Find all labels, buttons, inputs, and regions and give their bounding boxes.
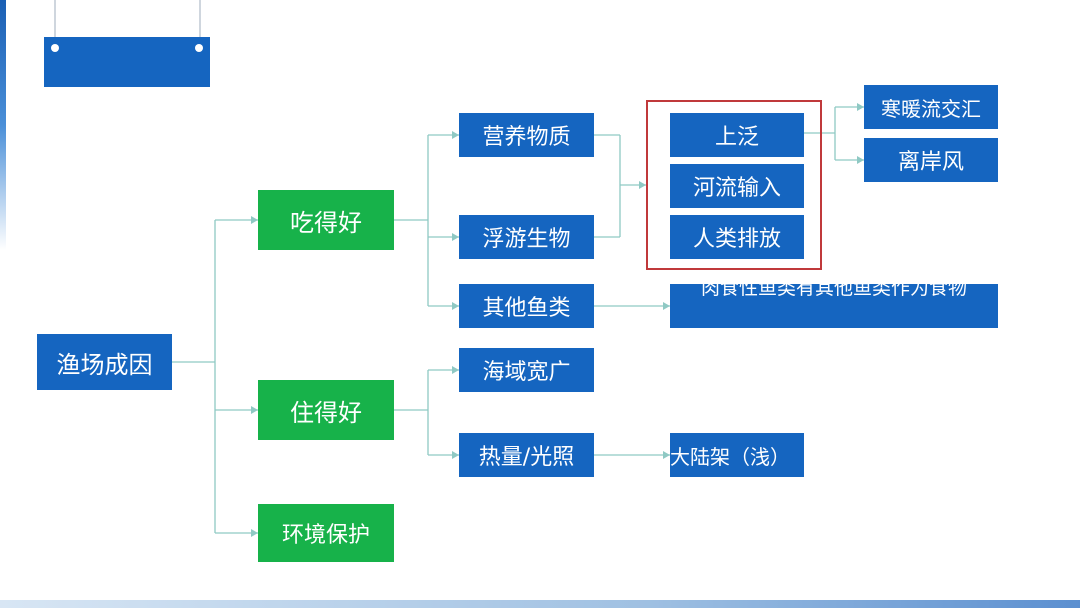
sign-string-left: [54, 0, 56, 42]
node-current-convergence: 寒暖流交汇: [864, 85, 998, 129]
sign-hole-left: [51, 44, 59, 52]
root-node: 渔场成因: [37, 334, 172, 390]
node-plankton: 浮游生物: [459, 215, 594, 259]
node-upwelling: 上泛: [670, 113, 804, 157]
node-wide-sea-area: 海域宽广: [459, 348, 594, 392]
node-continental-shelf: 大陆架（浅）: [670, 433, 804, 477]
node-heat-light: 热量/光照: [459, 433, 594, 477]
hanging-title-sign: [44, 37, 210, 87]
node-nutrients: 营养物质: [459, 113, 594, 157]
node-live-well: 住得好: [258, 380, 394, 440]
node-environment-protection: 环境保护: [258, 504, 394, 562]
nutrient-sources-highlight: [646, 100, 822, 270]
node-other-fish: 其他鱼类: [459, 284, 594, 328]
sign-string-right: [199, 0, 201, 42]
node-eat-well: 吃得好: [258, 190, 394, 250]
left-accent-bar: [0, 0, 6, 250]
other-fish-note-text: 肉食性鱼类有其他鱼类作为食物: [700, 284, 967, 299]
bottom-accent-bar: [0, 600, 1080, 608]
sign-hole-right: [195, 44, 203, 52]
node-river-input: 河流输入: [670, 164, 804, 208]
node-offshore-wind: 离岸风: [864, 138, 998, 182]
node-human-discharge: 人类排放: [670, 215, 804, 259]
node-other-fish-note: 肉食性鱼类有其他鱼类作为食物: [670, 284, 998, 328]
